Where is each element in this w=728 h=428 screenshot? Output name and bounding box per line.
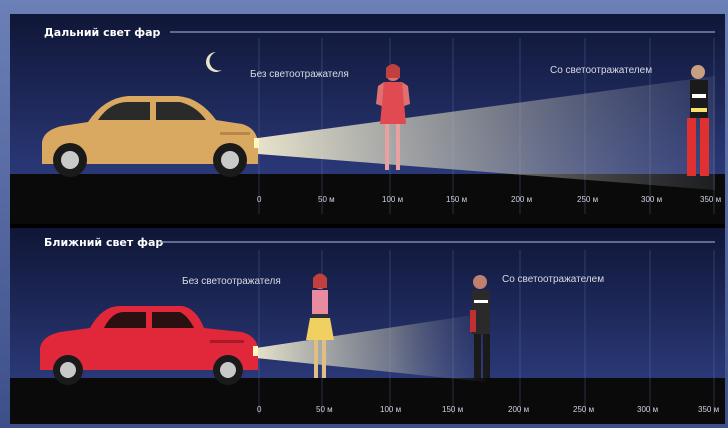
high-tick-150: 150 м bbox=[446, 195, 467, 204]
low-beam-label-without: Без светоотражателя bbox=[182, 276, 281, 287]
high-beam-panel: Дальний свет фар bbox=[10, 14, 725, 224]
low-tick-150: 150 м bbox=[442, 405, 463, 414]
low-beam-road bbox=[10, 378, 725, 424]
high-tick-350: 350 м bbox=[700, 195, 721, 204]
low-beam-light-cone bbox=[256, 314, 486, 382]
low-beam-panel: Ближний свет фар bbox=[10, 228, 725, 424]
high-beam-title: Дальний свет фар bbox=[44, 26, 161, 39]
high-beam-person-with-reflector bbox=[687, 65, 709, 176]
low-beam-person-with-reflector bbox=[470, 275, 490, 378]
low-beam-label-with: Со светоотражателем bbox=[502, 274, 604, 285]
low-tick-300: 300 м bbox=[637, 405, 658, 414]
low-tick-100: 100 м bbox=[380, 405, 401, 414]
high-beam-car bbox=[42, 96, 259, 177]
high-tick-300: 300 м bbox=[641, 195, 662, 204]
high-beam-road bbox=[10, 174, 725, 224]
low-tick-200: 200 м bbox=[508, 405, 529, 414]
high-tick-0: 0 bbox=[257, 195, 262, 204]
high-beam-distance-scale: 0 50 м 100 м 150 м 200 м 250 м 300 м 350… bbox=[257, 195, 721, 204]
low-tick-50: 50 м bbox=[316, 405, 333, 414]
low-beam-distance-scale: 0 50 м 100 м 150 м 200 м 250 м 300 м 350… bbox=[257, 405, 719, 414]
illustration-panel: Дальний свет фар bbox=[10, 14, 725, 424]
high-beam-light-cone bbox=[258, 76, 715, 190]
low-tick-250: 250 м bbox=[573, 405, 594, 414]
low-beam-car bbox=[40, 306, 258, 385]
low-tick-350: 350 м bbox=[698, 405, 719, 414]
low-tick-0: 0 bbox=[257, 405, 262, 414]
high-tick-100: 100 м bbox=[382, 195, 403, 204]
high-beam-label-without: Без светоотражателя bbox=[250, 69, 349, 80]
high-beam-label-with: Со светоотражателем bbox=[550, 65, 652, 76]
high-tick-50: 50 м bbox=[318, 195, 335, 204]
crescent-moon-icon bbox=[206, 52, 222, 72]
low-beam-person-without-reflector bbox=[306, 273, 334, 378]
low-beam-title: Ближний свет фар bbox=[44, 236, 163, 249]
high-tick-200: 200 м bbox=[511, 195, 532, 204]
high-tick-250: 250 м bbox=[577, 195, 598, 204]
high-beam-person-without-reflector bbox=[376, 64, 410, 170]
headlight-diagram: Дальний свет фар bbox=[10, 14, 725, 424]
